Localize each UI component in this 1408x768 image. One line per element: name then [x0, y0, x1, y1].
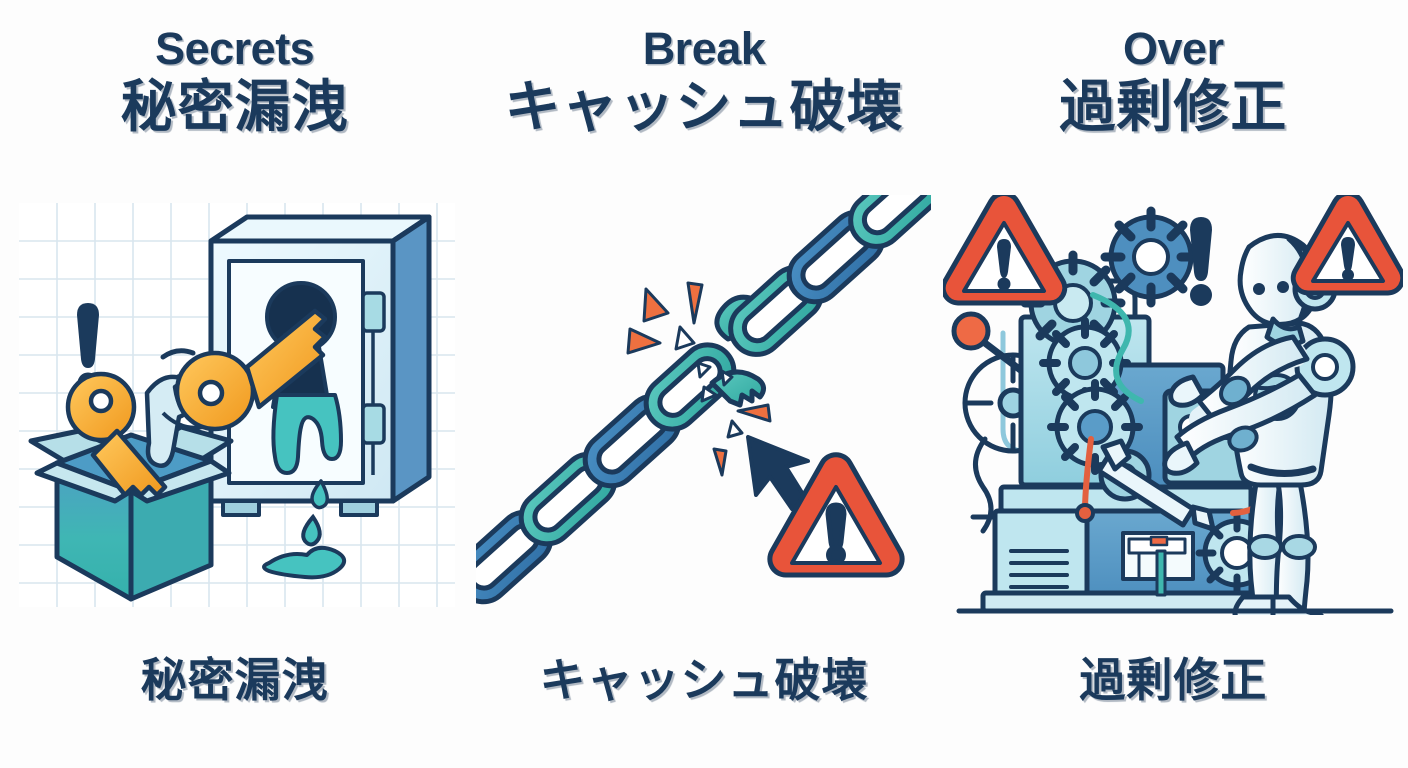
- panel-secrets: Secrets 秘密漏洩: [0, 0, 469, 768]
- liquid-puddle: [261, 545, 346, 580]
- leaking-liquid: [271, 393, 343, 510]
- open-box: [28, 424, 234, 602]
- panel-over: Over 過剰修正: [939, 0, 1408, 768]
- panel-secrets-caption: 秘密漏洩: [140, 654, 329, 706]
- chain-links-upper: [714, 195, 932, 357]
- gold-key-inserting: [174, 308, 327, 432]
- liquid-drop: [300, 513, 322, 547]
- broken-chain-illustration: [469, 190, 938, 620]
- panel-break-caption: キャッシュ破壊: [539, 654, 869, 706]
- cursor-arrow: [746, 435, 811, 511]
- panel-secrets-title-en: Secrets: [155, 23, 315, 74]
- warning-triangle-left: [943, 195, 1068, 306]
- panel-break-title-jp: キャッシュ破壊: [504, 75, 904, 138]
- chain-links-lower: [476, 342, 767, 605]
- broken-link-lower: [709, 369, 767, 408]
- panel-over-title-en: Over: [1123, 23, 1224, 74]
- gold-key-in-box: [65, 371, 167, 498]
- panel-secrets-title-jp: 秘密漏洩: [120, 75, 349, 138]
- panel-over-caption: 過剰修正: [1079, 654, 1268, 706]
- warning-triangle: [767, 452, 906, 578]
- panel-break-title-en: Break: [642, 23, 766, 74]
- panel-over-title-jp: 過剰修正: [1059, 75, 1288, 138]
- wrench: [1096, 438, 1216, 532]
- robot-overengineering-illustration: [939, 190, 1408, 620]
- panel-break: Break キャッシュ破壊: [469, 0, 938, 768]
- burst-shards: [626, 281, 772, 477]
- flex-tube: [1090, 292, 1145, 404]
- exclamation-mark: [1190, 217, 1213, 306]
- warning-triangle-right: [1291, 195, 1404, 296]
- safe-key-leak-illustration: [0, 190, 469, 620]
